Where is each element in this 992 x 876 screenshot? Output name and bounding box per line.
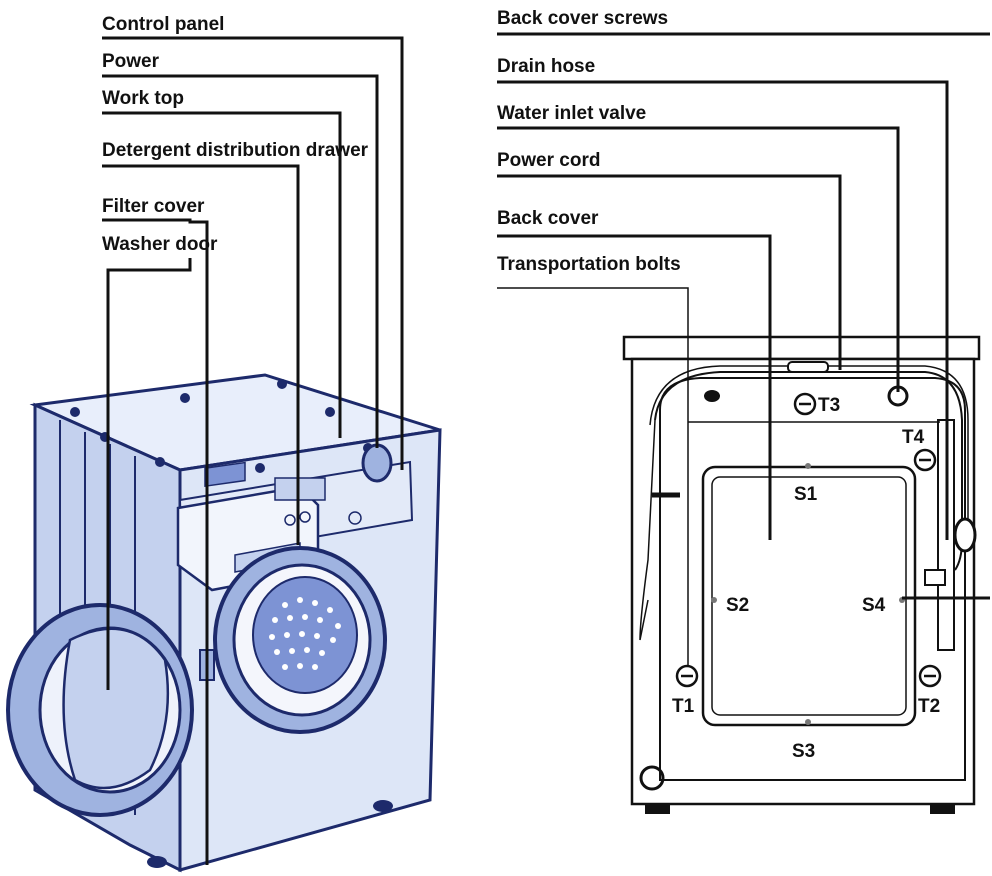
door-glass bbox=[62, 627, 170, 790]
machine-foot bbox=[147, 856, 167, 868]
label-work-top: Work top bbox=[102, 88, 184, 109]
marker-t1: T1 bbox=[672, 696, 695, 717]
screw-s3 bbox=[805, 719, 811, 725]
label-filter-cover: Filter cover bbox=[102, 196, 205, 217]
back-cover-inner bbox=[711, 476, 907, 716]
hose-left-run bbox=[639, 419, 656, 641]
leader-detergent-drawer bbox=[102, 164, 300, 545]
power-knob[interactable] bbox=[361, 443, 393, 483]
label-control-panel: Control panel bbox=[102, 14, 224, 35]
label-power-cord: Power cord bbox=[497, 150, 600, 171]
drain-hose-end bbox=[953, 517, 977, 553]
back-top-slab bbox=[622, 335, 981, 361]
label-power: Power bbox=[102, 51, 160, 72]
top-dot bbox=[277, 379, 287, 389]
top-dot bbox=[70, 407, 80, 417]
leader-filter-cover bbox=[102, 218, 209, 865]
transport-bolt-t2 bbox=[918, 664, 942, 688]
label-back-cover: Back cover bbox=[497, 208, 599, 229]
leader-water-inlet-valve bbox=[497, 126, 900, 392]
leader-control-panel bbox=[102, 36, 404, 470]
label-washer-door: Washer door bbox=[102, 234, 218, 255]
top-dot bbox=[180, 393, 190, 403]
leader-transportation-bolts bbox=[497, 287, 689, 665]
front-view: Control panel Power Work top Detergent d… bbox=[6, 14, 442, 873]
drum-holes bbox=[269, 597, 341, 670]
transport-bolt-t1 bbox=[675, 664, 699, 688]
marker-t3: T3 bbox=[818, 395, 840, 416]
label-detergent-drawer: Detergent distribution drawer bbox=[102, 140, 369, 161]
marker-s3: S3 bbox=[792, 741, 815, 762]
panel-button[interactable] bbox=[348, 511, 362, 525]
label-water-inlet-valve: Water inlet valve bbox=[497, 103, 646, 124]
back-inner-frame bbox=[659, 377, 966, 781]
marker-s4: S4 bbox=[862, 595, 886, 616]
machine-foot bbox=[373, 800, 393, 812]
panel-button[interactable] bbox=[299, 511, 311, 523]
label-drain-hose: Drain hose bbox=[497, 56, 595, 77]
leader-power-cord bbox=[497, 174, 842, 370]
marker-t2: T2 bbox=[918, 696, 940, 717]
back-foot bbox=[930, 804, 955, 814]
top-dot bbox=[155, 457, 165, 467]
label-transportation-bolts: Transportation bolts bbox=[497, 254, 681, 275]
marker-s1: S1 bbox=[794, 484, 818, 505]
rear-vent bbox=[704, 390, 720, 402]
marker-s2: S2 bbox=[726, 595, 749, 616]
leader-drain-hose bbox=[497, 80, 949, 540]
transport-bolt-t3 bbox=[793, 392, 817, 416]
drum bbox=[252, 576, 358, 694]
marker-t4: T4 bbox=[902, 427, 925, 448]
top-port bbox=[787, 361, 829, 373]
leader-washer-door bbox=[106, 258, 192, 690]
transport-bolt-t4 bbox=[913, 448, 937, 472]
leader-back-cover bbox=[497, 234, 772, 540]
drawer-compartment bbox=[204, 461, 246, 488]
screw-s1 bbox=[805, 463, 811, 469]
screw-s2 bbox=[711, 597, 717, 603]
top-dot bbox=[325, 407, 335, 417]
rear-wheel bbox=[639, 765, 665, 791]
display-screen bbox=[274, 477, 326, 501]
label-back-cover-screws: Back cover screws bbox=[497, 8, 668, 29]
back-foot bbox=[645, 804, 670, 814]
power-cord-plug bbox=[924, 569, 946, 586]
leader-power bbox=[102, 74, 379, 448]
leader-work-top bbox=[102, 111, 342, 438]
top-dot bbox=[255, 463, 265, 473]
panel-button[interactable] bbox=[284, 514, 296, 526]
back-view: T3 T4 T1 T2 S1 S2 S3 S4 Back cover screw… bbox=[497, 8, 990, 814]
